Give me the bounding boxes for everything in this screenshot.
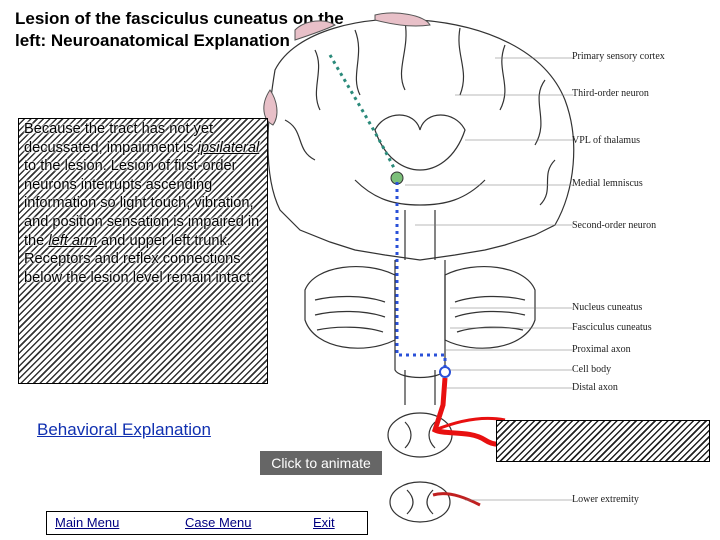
behavioral-explanation-link[interactable]: Behavioral Explanation (37, 420, 211, 439)
label-medial-lemniscus: Medial lemniscus (572, 178, 643, 189)
label-cell-body: Cell body (572, 364, 612, 375)
hatched-overlay-box (496, 420, 710, 462)
explanation-text: Because the tract has not yet decussated… (24, 120, 264, 287)
exit-link[interactable]: Exit (313, 515, 335, 530)
explanation-left-arm: left arm (48, 232, 97, 249)
animate-button[interactable]: Click to animate (260, 451, 382, 475)
lumbar-cord-section (389, 481, 451, 523)
explanation-part-3: and upper left trunk. Receptors and refl… (24, 232, 255, 286)
explanation-part-1: Because the tract has not yet decussated… (24, 121, 214, 156)
label-fasciculus-cuneatus: Fasciculus cuneatus (572, 322, 652, 333)
label-third-order-neuron: Third-order neuron (572, 88, 649, 99)
explanation-panel (18, 118, 268, 384)
label-primary-sensory-cortex: Primary sensory cortex (572, 51, 665, 62)
third-order-pathway (328, 54, 397, 171)
explanation-part-2: to the lesion. Lesion of first-order neu… (24, 158, 260, 249)
cerebellum-outline (304, 265, 396, 349)
nucleus-cuneatus-node (439, 366, 451, 378)
label-second-order-neuron: Second-order neuron (572, 220, 657, 231)
diagram-labels: Primary sensory cortex Third-order neuro… (572, 0, 720, 540)
cervical-cord-section (387, 412, 453, 458)
bottom-nav: Main Menu Case Menu Exit (46, 511, 368, 535)
label-vpl-thalamus: VPL of thalamus (572, 135, 640, 146)
case-menu-link[interactable]: Case Menu (185, 515, 252, 530)
neuroanatomy-diagram (263, 12, 575, 523)
label-distal-axon: Distal axon (572, 382, 618, 393)
brainstem-outline (394, 260, 446, 379)
page-title: Lesion of the fasciculus cuneatus on the… (15, 9, 344, 50)
main-menu-link[interactable]: Main Menu (55, 515, 120, 530)
cortex-outline (267, 18, 575, 261)
second-order-pathway (395, 182, 447, 370)
explanation-ipsilateral: ipsilateral (197, 139, 260, 156)
label-proximal-axon: Proximal axon (572, 344, 631, 355)
label-nucleus-cuneatus: Nucleus cuneatus (572, 302, 643, 313)
label-lower-extremity: Lower extremity (572, 494, 639, 505)
